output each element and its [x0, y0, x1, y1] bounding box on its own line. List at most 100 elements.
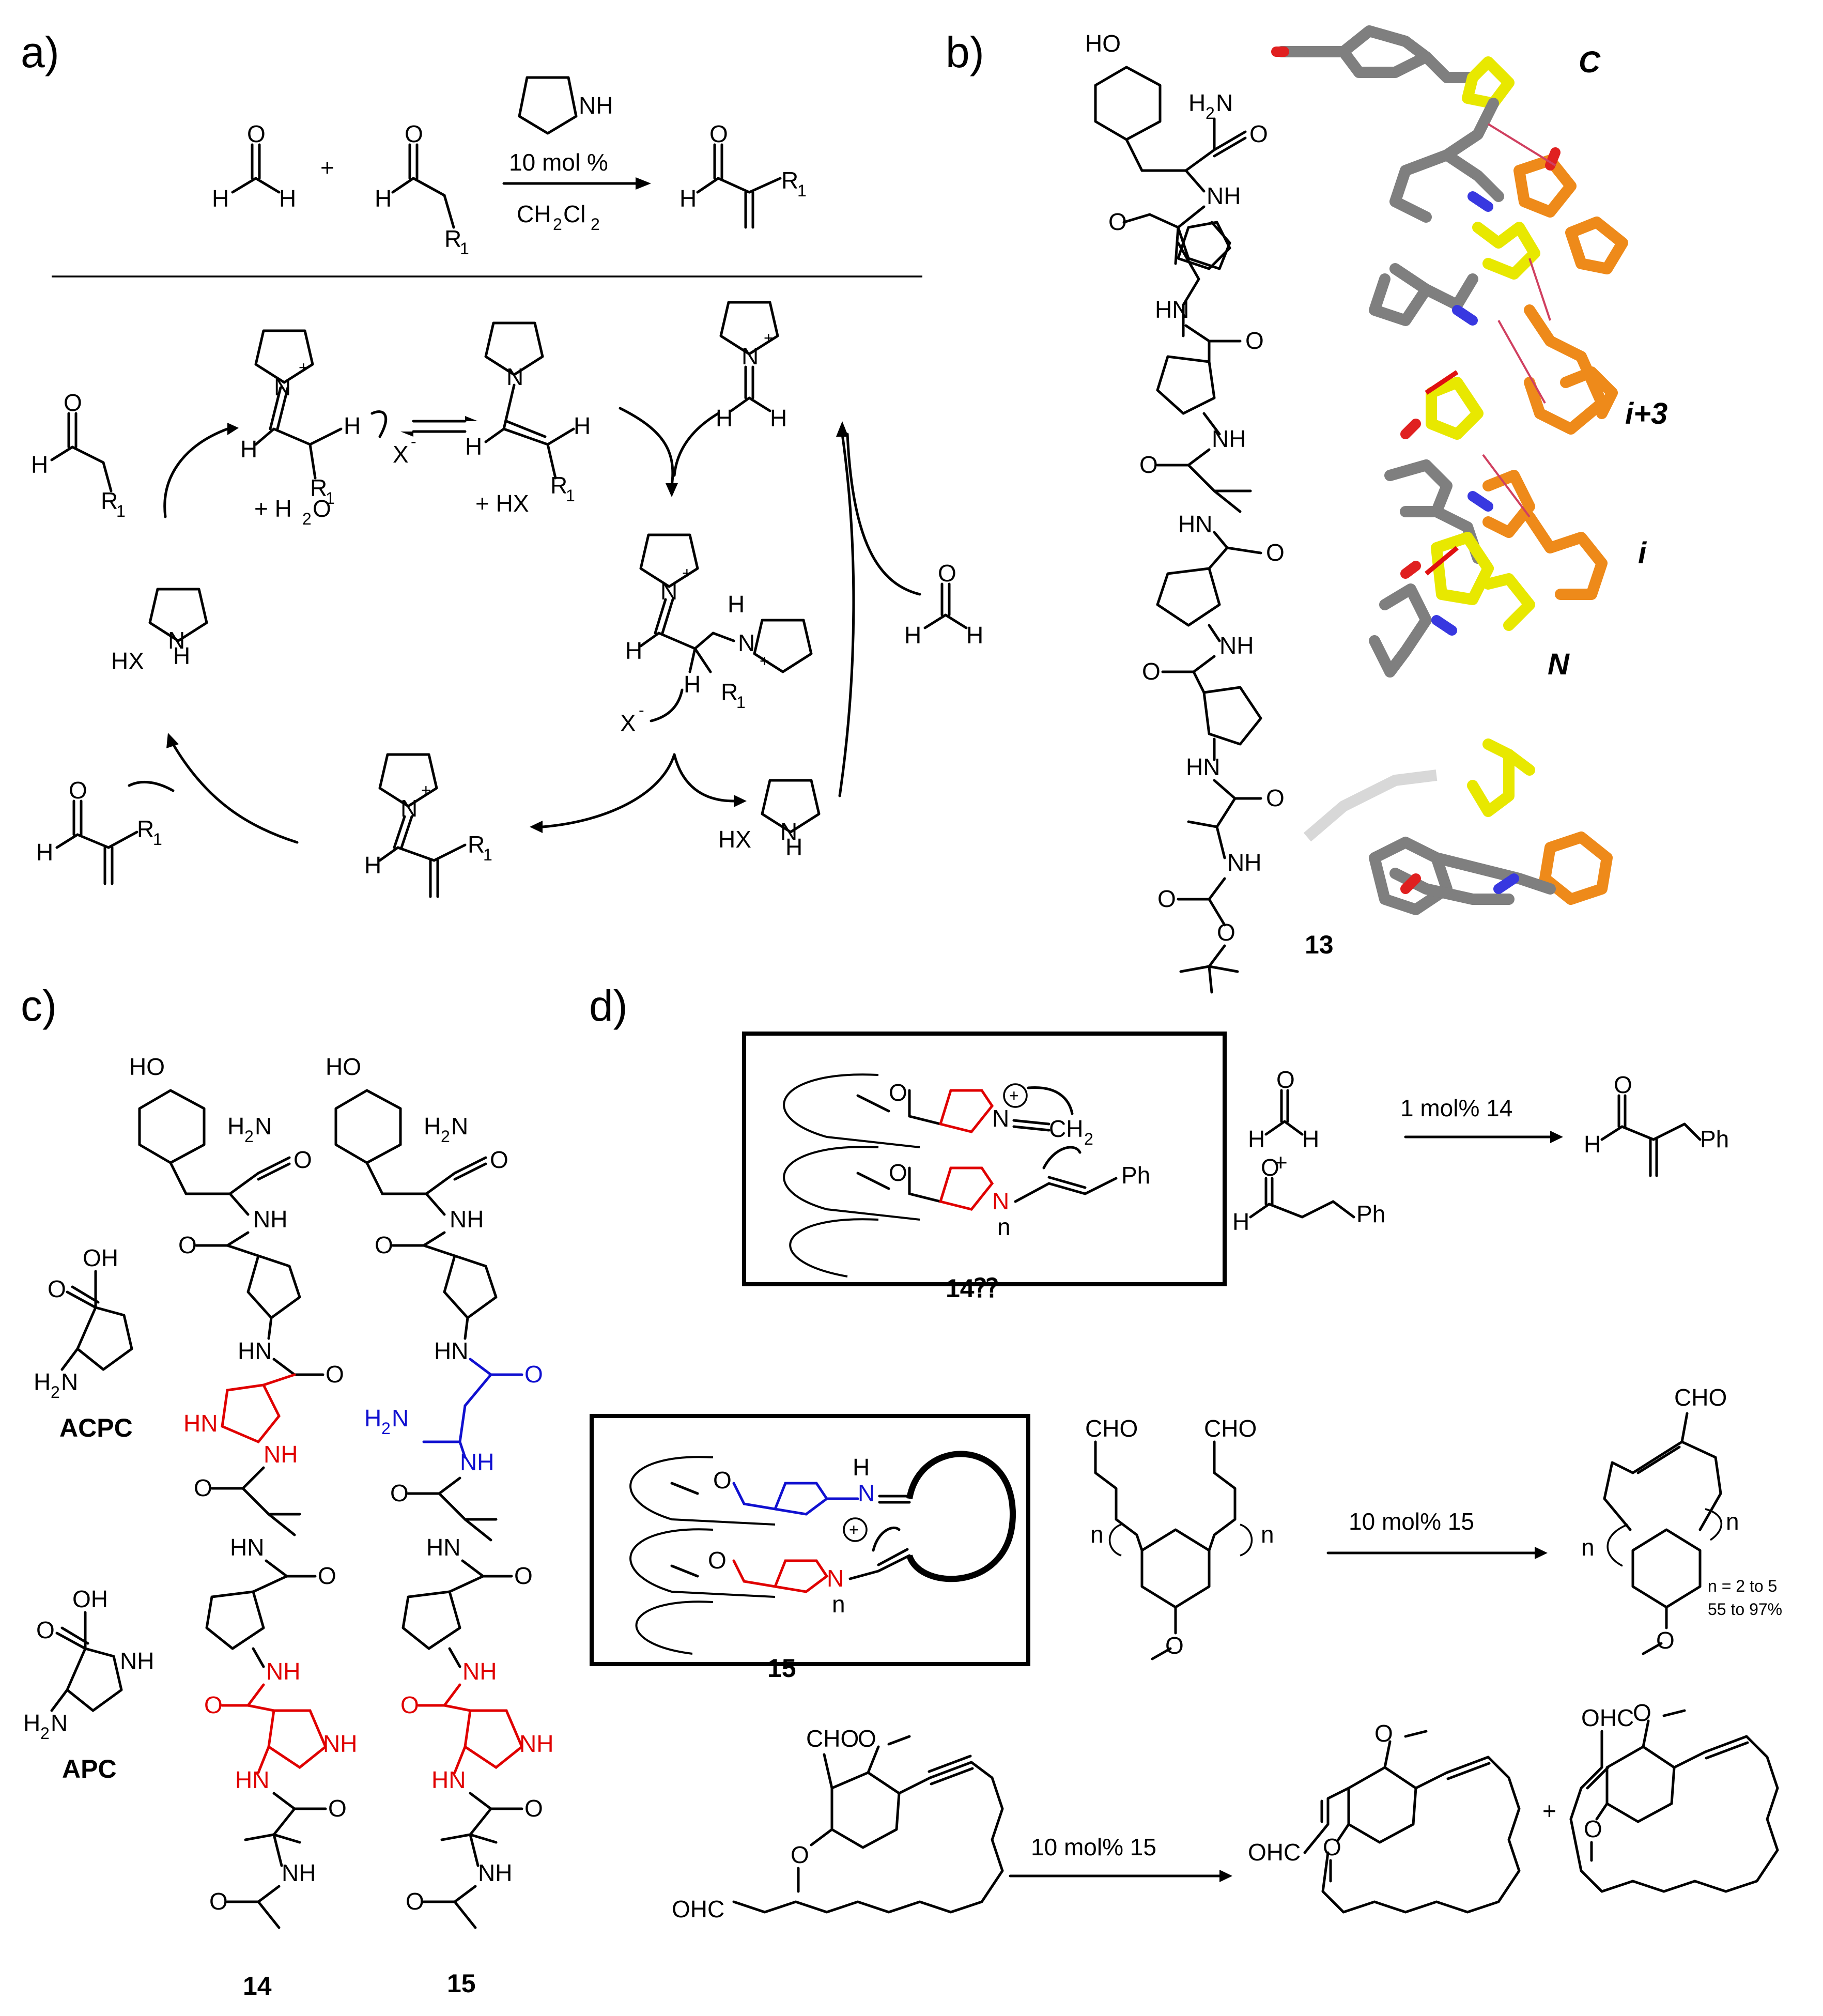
svg-text:Ph: Ph [1121, 1162, 1150, 1189]
svg-text:NH: NH [120, 1648, 154, 1674]
svg-text:HN: HN [230, 1534, 264, 1561]
svg-text:NH: NH [282, 1859, 316, 1886]
solvent: CH 2 Cl 2 [517, 201, 600, 234]
svg-text:O: O [400, 1691, 419, 1718]
svg-text:+: + [760, 652, 769, 670]
svg-text:H: H [173, 642, 190, 669]
svg-text:O: O [64, 389, 82, 416]
svg-text:H: H [728, 591, 745, 618]
svg-text:H: H [344, 412, 361, 439]
svg-text:R: R [137, 815, 154, 842]
compound-15-label: 15 [447, 1969, 476, 1998]
svg-text:O: O [1249, 120, 1268, 147]
svg-text:OHC: OHC [672, 1896, 724, 1922]
svg-text:2: 2 [1084, 1130, 1093, 1148]
svg-text:O: O [36, 1617, 55, 1643]
svg-text:NH: NH [264, 1441, 298, 1468]
svg-text:N: N [738, 629, 755, 656]
svg-text:O: O [1245, 327, 1264, 354]
reagent-3-label: 10 mol% 15 [1031, 1834, 1156, 1860]
svg-text:O: O [69, 777, 87, 804]
svg-text:H: H [770, 405, 787, 432]
monomer-apc: OH O NH H 2 N APC [23, 1586, 154, 1783]
label-i: i [1638, 536, 1647, 570]
svg-text:HO: HO [326, 1053, 361, 1080]
svg-text:HN: HN [426, 1534, 460, 1561]
svg-text:O: O [1108, 208, 1127, 235]
svg-text:O: O [1266, 784, 1285, 811]
panel-d-reaction-2: CHO CHO n n O 10 mol% 15 CHO n n O n = 2… [1085, 1384, 1782, 1660]
svg-text:1: 1 [326, 489, 335, 507]
svg-text:H: H [904, 622, 921, 649]
svg-text:H: H [23, 1710, 40, 1736]
panel-d-reaction-1: O H H + O H Ph 1 mol% 14 O H Ph [1232, 1066, 1729, 1235]
svg-text:CHO: CHO [1674, 1384, 1727, 1411]
svg-text:N: N [274, 374, 291, 401]
compound-13-label: 13 [1305, 930, 1334, 959]
svg-text:1: 1 [483, 845, 492, 864]
svg-text:OH: OH [83, 1244, 118, 1271]
svg-text:O: O [194, 1474, 212, 1501]
arrow-hydrolysis [172, 743, 299, 844]
svg-text:HN: HN [1186, 753, 1220, 780]
svg-text:O: O [405, 120, 423, 147]
equilibrium-arrows [400, 416, 478, 437]
svg-text:O: O [938, 560, 956, 587]
pyrrolidine-catalyst: NH [518, 76, 613, 135]
svg-text:O: O [713, 1467, 732, 1494]
svg-text:+: + [764, 329, 774, 347]
svg-text:HO: HO [1085, 30, 1121, 57]
svg-text:H: H [684, 671, 701, 698]
svg-text:2: 2 [40, 1724, 50, 1743]
svg-text:HN: HN [434, 1337, 468, 1364]
svg-text:N: N [660, 578, 677, 605]
svg-text:R: R [444, 225, 461, 252]
mannich-adduct: N + H H R 1 N H + [625, 533, 813, 712]
box-14 [742, 1032, 1227, 1286]
foldamer-14-structure: HO H 2 N O NH O HN O HN NH O [129, 1053, 357, 2000]
svg-text:NH: NH [462, 1658, 497, 1685]
svg-text:1: 1 [460, 239, 469, 258]
svg-text:R: R [550, 472, 567, 499]
svg-text:H: H [1188, 89, 1206, 116]
yield-label: 55 to 97% [1708, 1600, 1782, 1619]
svg-text:1: 1 [797, 181, 807, 200]
svg-text:H: H [853, 1454, 870, 1481]
svg-text:H: H [212, 185, 229, 212]
svg-text:O: O [1266, 539, 1285, 566]
svg-text:O: O [889, 1079, 907, 1106]
svg-text:N: N [400, 795, 418, 822]
svg-text:H: H [465, 433, 482, 460]
svg-text:H: H [36, 839, 53, 866]
box-14-label: 14⁇ [946, 1274, 998, 1303]
svg-text:NH: NH [1227, 849, 1261, 876]
cycle-product-enal: O H R 1 [36, 777, 162, 885]
backbone-13: O HN O NH O HN O NH [1108, 205, 1285, 994]
svg-text:H: H [1584, 1131, 1601, 1158]
svg-text:O: O [1656, 1627, 1675, 1654]
panel-d-reaction-3: CHO O O OHC 10 mol% 15 OHC O O + OHC [672, 1699, 1779, 1922]
svg-text:O: O [318, 1562, 336, 1589]
svg-text:OH: OH [72, 1586, 108, 1612]
svg-text:NH: NH [323, 1730, 357, 1757]
formaldehyde: O H H [212, 120, 296, 212]
svg-text:Cl: Cl [563, 201, 585, 227]
svg-text:+: + [299, 358, 308, 377]
panel-a-cycle: O H R 1 N + H H R 1 + H 2 O X - [31, 301, 983, 898]
svg-text:NH: NH [579, 92, 613, 119]
svg-text:H: H [240, 436, 257, 463]
svg-text:+: + [1274, 1149, 1288, 1176]
svg-text:O: O [1261, 1154, 1279, 1181]
svg-text:+ HX: + HX [475, 490, 529, 517]
svg-text:R: R [781, 167, 798, 194]
svg-text:n: n [1581, 1534, 1595, 1561]
svg-text:O: O [1614, 1071, 1632, 1098]
svg-text:H: H [716, 405, 733, 432]
svg-text:O: O [524, 1795, 543, 1822]
svg-text:H: H [966, 622, 983, 649]
formaldehyde-in: O H H [904, 560, 983, 649]
arrow-mannich [619, 407, 674, 487]
svg-text:O: O [1584, 1815, 1602, 1842]
svg-text:OHC: OHC [1248, 1839, 1301, 1866]
label-i-plus-3: i+3 [1625, 397, 1667, 430]
